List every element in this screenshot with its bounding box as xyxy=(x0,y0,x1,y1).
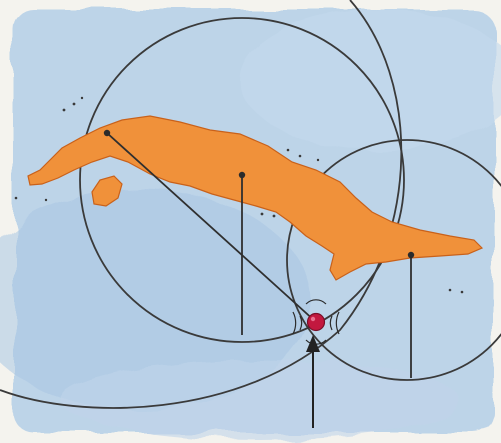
islet-dot xyxy=(316,158,320,162)
islet-dot xyxy=(272,214,276,218)
target-marker-dot xyxy=(306,312,326,332)
station-west xyxy=(103,129,111,137)
arrow-up-icon xyxy=(306,335,320,428)
islets xyxy=(14,96,464,294)
islet-dot xyxy=(62,108,66,112)
islet-dot xyxy=(72,102,76,106)
islet-dot xyxy=(298,154,302,158)
islet-dot xyxy=(14,196,18,200)
range-circle-large xyxy=(0,0,403,409)
main-island xyxy=(27,115,484,281)
islet-dot xyxy=(286,148,290,152)
islet-dot xyxy=(260,212,264,216)
station-center xyxy=(238,171,246,179)
islet-dot xyxy=(80,96,84,100)
station-east xyxy=(407,251,415,259)
small-island xyxy=(91,175,123,207)
bearing-line-diagonal xyxy=(106,132,317,323)
islet-dot xyxy=(460,290,464,294)
range-circle-west xyxy=(79,17,405,343)
sea-wash xyxy=(0,10,501,440)
islet-dot xyxy=(448,288,452,292)
target-marker-highlight xyxy=(310,316,316,322)
islet-dot xyxy=(44,198,48,202)
signal-waves-icon xyxy=(292,299,340,345)
range-circle-east xyxy=(286,139,501,381)
